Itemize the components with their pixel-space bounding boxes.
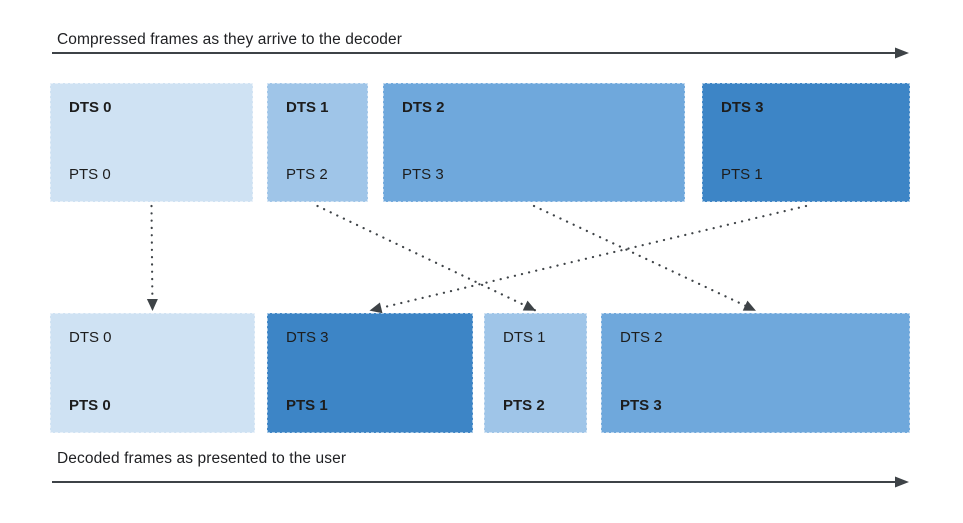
frame-dts-label: DTS 2 xyxy=(402,99,445,116)
frame-pts-label: PTS 1 xyxy=(721,166,763,183)
compressed-timeline-label: Compressed frames as they arrive to the … xyxy=(57,31,402,48)
frame-block: DTS 3 PTS 1 xyxy=(702,83,910,202)
frame-pts-label: PTS 2 xyxy=(286,166,328,183)
frame-reorder-arrow xyxy=(368,204,808,314)
frame-reorder-arrow xyxy=(146,204,158,312)
frame-dts-label: DTS 0 xyxy=(69,329,112,346)
frame-reorder-arrow xyxy=(532,204,757,312)
frame-dts-label: DTS 3 xyxy=(286,329,329,346)
frame-block: DTS 1 PTS 2 xyxy=(484,313,587,433)
frame-dts-label: DTS 2 xyxy=(620,329,663,346)
decoded-timeline-label: Decoded frames as presented to the user xyxy=(57,450,347,467)
decoded-frames-row: DTS 0 PTS 0 DTS 3 PTS 1 DTS 1 PTS 2 DTS … xyxy=(0,313,963,433)
frame-pts-label: PTS 3 xyxy=(620,397,662,414)
frame-pts-label: PTS 0 xyxy=(69,166,111,183)
frame-pts-label: PTS 1 xyxy=(286,397,328,414)
frame-dts-label: DTS 1 xyxy=(503,329,546,346)
frame-dts-label: DTS 1 xyxy=(286,99,329,116)
frame-pts-label: PTS 2 xyxy=(503,397,545,414)
frame-pts-label: PTS 3 xyxy=(402,166,444,183)
compressed-timeline-arrow-icon xyxy=(52,47,909,59)
frame-reorder-arrow xyxy=(316,204,537,312)
compressed-frames-row: DTS 0 PTS 0 DTS 1 PTS 2 DTS 2 PTS 3 DTS … xyxy=(0,83,963,202)
frame-pts-label: PTS 0 xyxy=(69,397,111,414)
frame-dts-label: DTS 3 xyxy=(721,99,764,116)
frame-block: DTS 1 PTS 2 xyxy=(267,83,368,202)
frame-dts-label: DTS 0 xyxy=(69,99,112,116)
frame-block: DTS 2 PTS 3 xyxy=(383,83,685,202)
frame-block: DTS 3 PTS 1 xyxy=(267,313,473,433)
decoded-timeline-arrow-icon xyxy=(52,476,909,488)
frame-block: DTS 0 PTS 0 xyxy=(50,83,253,202)
frame-block: DTS 2 PTS 3 xyxy=(601,313,910,433)
frame-block: DTS 0 PTS 0 xyxy=(50,313,255,433)
